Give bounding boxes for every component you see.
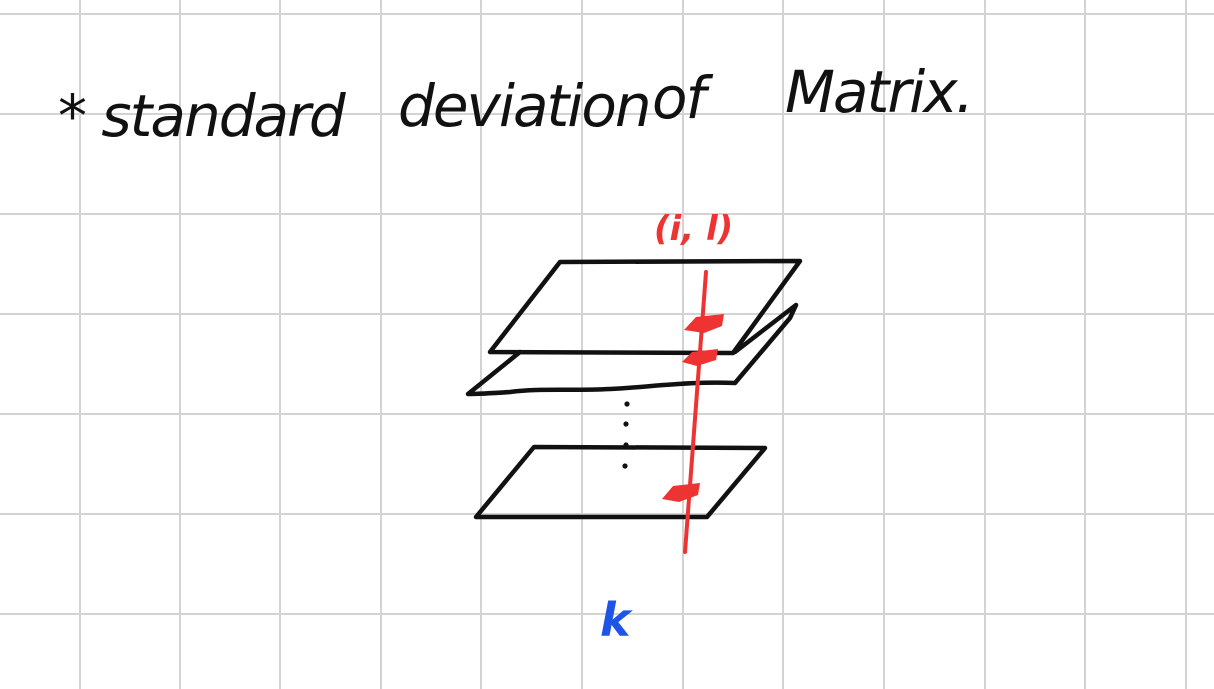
depth-axis-label: k: [600, 593, 633, 647]
title-word-deviation: deviation: [398, 72, 650, 140]
note-title: * standard deviation of Matrix.: [58, 58, 974, 150]
matrix-layer-back: [465, 302, 799, 397]
title-word-matrix: Matrix.: [785, 58, 972, 126]
matrix-layer-stack: [465, 258, 803, 520]
intersection-mark-top: [684, 314, 724, 333]
ellipsis-dots: [622, 401, 630, 469]
matrix-layer-bottom: [473, 444, 768, 520]
matrix-layer-top: [487, 258, 803, 356]
element-index-label: (i, l): [654, 209, 733, 249]
intersection-mark-middle: [682, 349, 718, 366]
intersection-mark-bottom: [662, 483, 700, 502]
title-word-standard: * standard: [58, 82, 347, 150]
title-word-of: of: [652, 64, 713, 132]
element-line: [662, 270, 724, 554]
